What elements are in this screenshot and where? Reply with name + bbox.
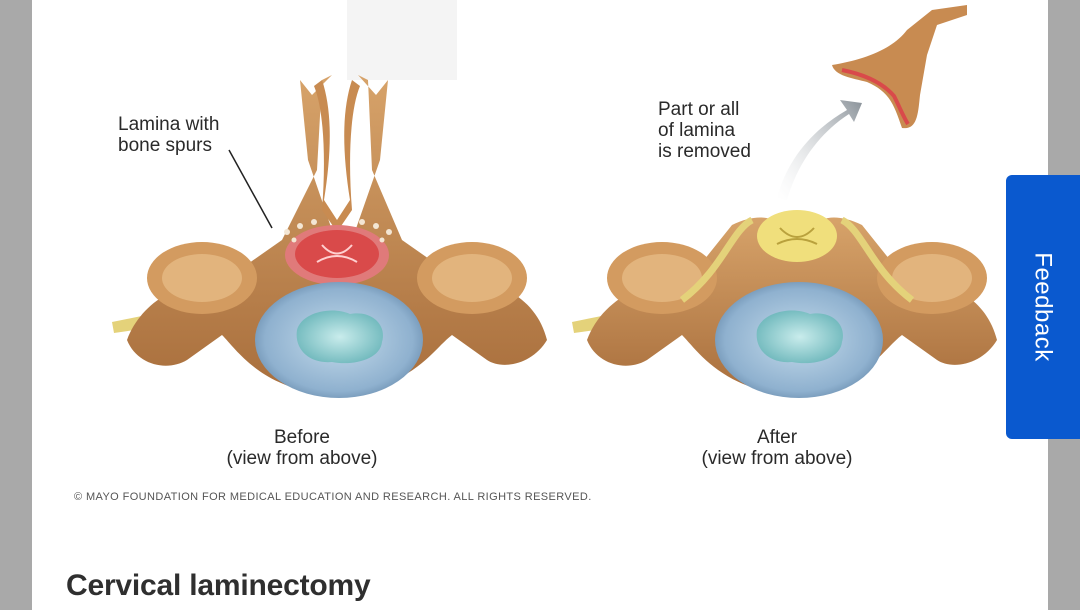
before-vertebra: [112, 75, 547, 398]
after-caption: After (view from above): [677, 427, 877, 469]
content-panel: Lamina with bone spurs Part or all of la…: [32, 0, 1048, 610]
after-vertebra: [572, 5, 997, 398]
after-caption-subtitle: (view from above): [701, 448, 853, 469]
facet-right: [892, 254, 972, 302]
facet-left: [162, 254, 242, 302]
laminectomy-illustration: Lamina with bone spurs Part or all of la…: [32, 0, 1048, 520]
copyright-notice: © MAYO FOUNDATION FOR MEDICAL EDUCATION …: [74, 491, 592, 503]
exposed-nerves: [679, 216, 915, 303]
top-fade: [347, 0, 457, 80]
article-heading: Cervical laminectomy: [66, 569, 371, 602]
nucleus-pulposus: [296, 310, 383, 364]
nucleus-pulposus: [756, 310, 843, 364]
feedback-button[interactable]: Feedback: [1006, 175, 1080, 439]
before-annotation: Lamina with bone spurs: [118, 114, 220, 156]
before-caption-subtitle: (view from above): [226, 448, 378, 469]
before-caption-title: Before: [274, 427, 330, 448]
before-caption: Before (view from above): [202, 427, 402, 469]
after-caption-title: After: [756, 427, 798, 448]
removal-arrow: [777, 100, 862, 200]
bone-spurs: [284, 219, 392, 243]
removed-lamina-spurs: [841, 68, 910, 126]
label-pointer-line: [228, 149, 273, 229]
facet-right: [432, 254, 512, 302]
feedback-label: Feedback: [1030, 252, 1057, 362]
cord-grey-matter: [316, 244, 358, 263]
facet-left: [622, 254, 702, 302]
vertebra-diagram: [112, 0, 997, 398]
cord-grey-matter: [776, 227, 818, 245]
spinous-process: [314, 80, 360, 232]
removed-lamina: [832, 5, 967, 129]
after-annotation: Part or all of lamina is removed: [658, 99, 751, 162]
